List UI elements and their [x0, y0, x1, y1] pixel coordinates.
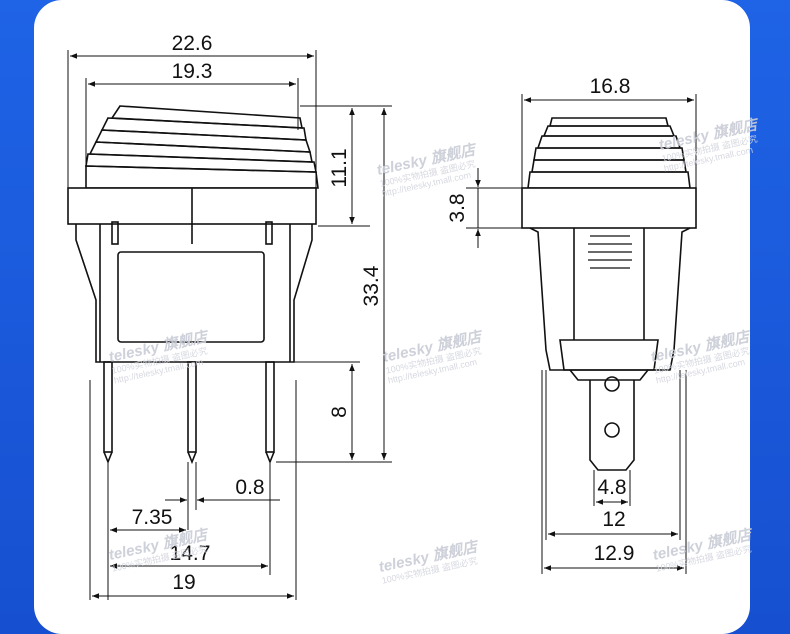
dim-pin-pitch: 7.35 — [132, 506, 173, 529]
dim-terminal-width: 4.8 — [597, 476, 626, 499]
side-terminal — [589, 380, 635, 471]
dim-side-overall-width: 16.8 — [590, 75, 631, 98]
front-terminals — [103, 361, 275, 465]
dim-body-width: 19.3 — [172, 60, 213, 83]
dim-terminal-thickness: 0.8 — [235, 476, 264, 499]
dim-base-width: 19 — [172, 571, 195, 594]
side-ribs — [588, 235, 632, 269]
side-cap — [527, 117, 691, 189]
front-cap — [85, 105, 319, 189]
dim-flange-height: 3.8 — [446, 193, 469, 222]
dim-cap-height: 11.1 — [328, 148, 351, 187]
dim-terminal-length: 8 — [328, 406, 351, 418]
front-window — [117, 251, 265, 343]
dimension-labels: 22.6 19.3 11.1 33.4 8 0.8 7.35 14.7 19 1… — [132, 32, 635, 594]
dim-side-base-width: 12.9 — [594, 542, 635, 565]
dim-side-body-width: 12 — [602, 508, 625, 531]
front-view — [67, 105, 319, 465]
side-view — [521, 117, 697, 471]
dim-outer-pin-span: 14.7 — [170, 542, 211, 565]
watermarks: telesky 旗舰店 100%实物拍摄 盗图必究 http://telesky… — [107, 116, 761, 586]
front-dimensions — [67, 50, 392, 600]
dim-overall-width: 22.6 — [172, 32, 213, 55]
side-flange — [521, 187, 697, 229]
side-dimensions — [466, 94, 697, 574]
dim-total-height: 33.4 — [360, 265, 383, 306]
